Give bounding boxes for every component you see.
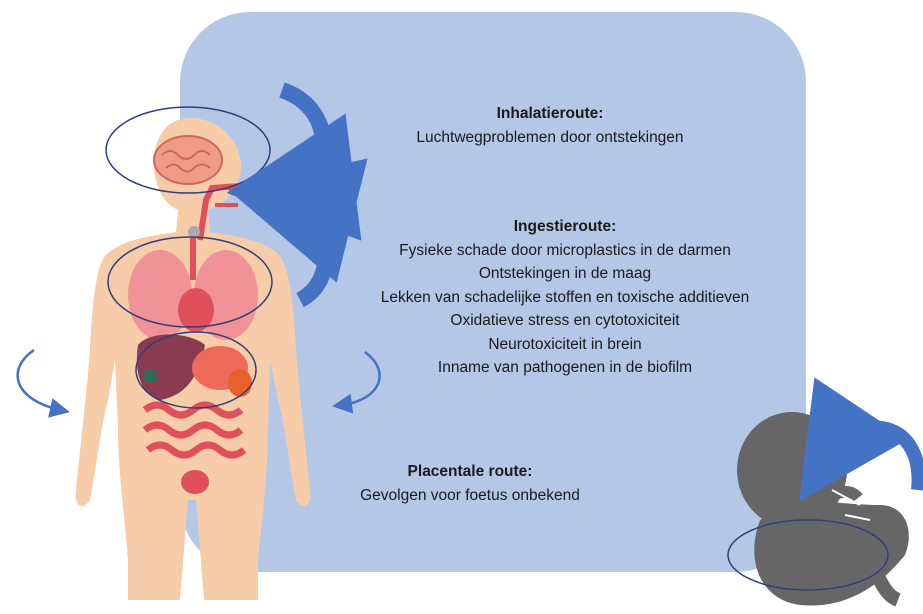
thyroid — [188, 226, 200, 238]
brain — [154, 136, 222, 184]
ingestion-route: Ingestieroute: Fysieke schade door micro… — [355, 215, 775, 380]
inhalation-title: Inhalatieroute: — [380, 102, 720, 126]
spleen — [228, 369, 252, 397]
inhalation-route: Inhalatieroute: Luchtwegproblemen door o… — [380, 102, 720, 149]
placental-title: Placentale route: — [340, 460, 600, 484]
fetus — [737, 412, 909, 606]
gallbladder — [143, 369, 157, 383]
ingestion-effect: Fysieke schade door microplastics in de … — [355, 239, 775, 263]
placental-route: Placentale route: Gevolgen voor foetus o… — [340, 460, 600, 507]
ingestion-title: Ingestieroute: — [355, 215, 775, 239]
inhalation-effect: Luchtwegproblemen door ontstekingen — [380, 126, 720, 150]
ingestion-effect: Neurotoxiciteit in brein — [355, 333, 775, 357]
left-side-arrow — [18, 350, 60, 410]
ingestion-effect: Oxidatieve stress en cytotoxiciteit — [355, 309, 775, 333]
inhalation-arrow — [282, 90, 323, 185]
trachea — [190, 238, 196, 280]
ingestion-effect: Ontstekingen in de maag — [355, 262, 775, 286]
ingestion-effect: Inname van pathogenen in de biofilm — [355, 356, 775, 380]
bladder — [181, 470, 209, 494]
ingestion-arrow — [290, 205, 325, 300]
ingestion-effect: Lekken van schadelijke stoffen en toxisc… — [355, 286, 775, 310]
placental-effect: Gevolgen voor foetus onbekend — [340, 484, 600, 508]
